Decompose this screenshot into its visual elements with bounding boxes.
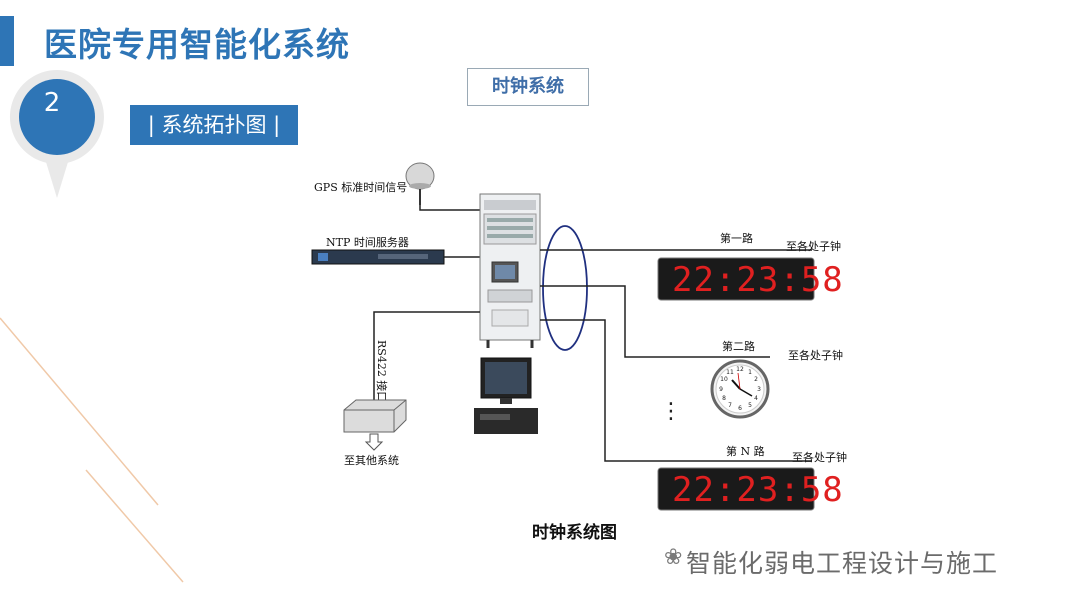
svg-text:5: 5 — [748, 402, 752, 409]
svg-text:4: 4 — [754, 395, 758, 402]
svg-text:3: 3 — [757, 386, 761, 393]
svg-text:10: 10 — [720, 376, 728, 383]
rs422-label: RS422 接口 — [375, 340, 388, 402]
route2-label: 第二路 — [722, 339, 755, 353]
led-clock-2-time: 22:23:58 — [672, 470, 844, 510]
master-clock-cabinet-icon — [479, 193, 541, 348]
routeN-label: 第 N 路 — [726, 444, 765, 458]
svg-text:12: 12 — [736, 366, 744, 373]
section-number: 2 — [43, 88, 61, 118]
route1-label: 第一路 — [720, 231, 753, 245]
svg-text:2: 2 — [754, 376, 758, 383]
to-clocks-label-1: 至各处子钟 — [786, 239, 841, 253]
svg-text:7: 7 — [728, 402, 732, 409]
to-clocks-label-3: 至各处子钟 — [792, 450, 847, 464]
watermark-text: 智能化弱电工程设计与施工 — [686, 549, 999, 578]
page-title: 医院专用智能化系统 — [44, 25, 350, 64]
computer-monitor-icon — [474, 357, 538, 434]
section-label: | 系统拓扑图 | — [130, 105, 298, 145]
svg-text:6: 6 — [738, 405, 742, 412]
svg-text:9: 9 — [719, 386, 723, 393]
gps-label: GPS 标准时间信号 — [314, 180, 407, 194]
gps-antenna-icon — [405, 162, 435, 205]
down-arrow-icon — [364, 433, 384, 451]
interface-device-icon — [343, 399, 407, 433]
ntp-server-icon — [311, 249, 445, 265]
svg-text:8: 8 — [722, 395, 726, 402]
other-systems-label: 至其他系统 — [344, 454, 399, 467]
ellipsis: ⋮ — [660, 399, 682, 424]
led-clock-2 — [657, 467, 815, 511]
section-number-badge — [9, 70, 104, 198]
to-clocks-label-2: 至各处子钟 — [788, 348, 843, 362]
title-accent-bar — [0, 16, 14, 66]
clock-system-title: 时钟系统 — [467, 68, 589, 106]
ntp-label: NTP 时间服务器 — [326, 236, 409, 249]
led-clock-1-time: 22:23:58 — [672, 260, 844, 300]
diagram-caption: 时钟系统图 — [532, 522, 617, 543]
svg-text:1: 1 — [748, 369, 752, 376]
wechat-icon: ❀ — [664, 545, 683, 570]
svg-text:11: 11 — [726, 369, 734, 376]
led-clock-1 — [657, 257, 815, 301]
